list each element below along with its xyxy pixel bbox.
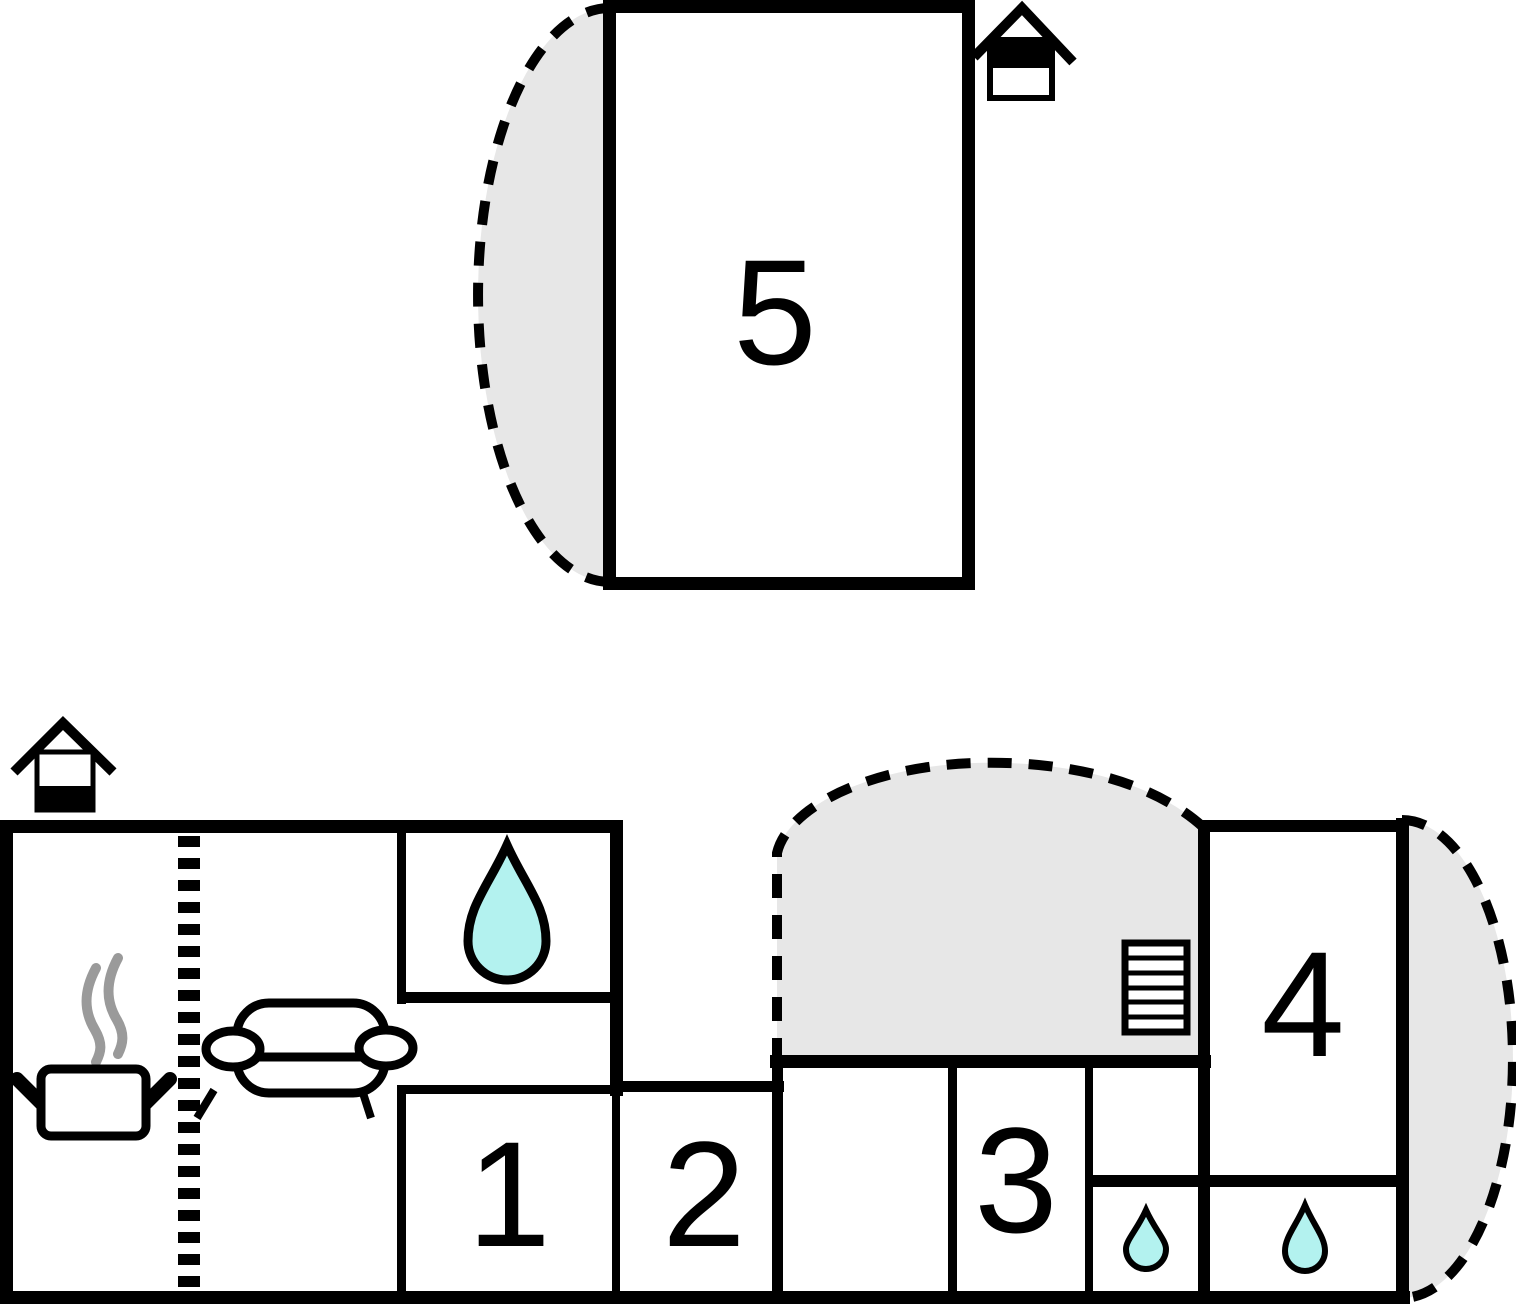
room-5-floor xyxy=(603,0,975,590)
wall-room2-right xyxy=(772,1055,783,1292)
room-5-wall-right xyxy=(962,0,975,590)
wall-terrace-bottom xyxy=(770,1055,1211,1068)
room-5-wall-left xyxy=(603,0,616,590)
water-drop-icon-small-left xyxy=(1122,1202,1170,1272)
terrace-right-of-room4 xyxy=(1402,820,1513,1298)
room-5: 5 xyxy=(603,0,975,590)
wall-outer-bottom xyxy=(0,1291,1410,1304)
terrace-left-of-room5 xyxy=(478,8,610,582)
steam-wave-right xyxy=(103,953,128,1059)
house-band xyxy=(37,786,93,810)
water-drop-icon-large xyxy=(463,834,551,985)
wall-room1-left xyxy=(397,1085,406,1292)
terrace-right-of-room4-dashed-border xyxy=(1401,815,1516,1303)
room-4-label: 4 xyxy=(1261,920,1344,1088)
pot-body xyxy=(36,1064,151,1141)
room-5-wall-bottom xyxy=(603,577,975,590)
wall-bathroom-left xyxy=(397,833,406,1004)
wall-room3-left xyxy=(948,1067,957,1292)
wall-top-left-section xyxy=(0,820,623,833)
house-roof xyxy=(10,715,117,776)
sofa-icon xyxy=(193,998,418,1121)
house-entrance-icon-bottom-left xyxy=(10,715,117,813)
room-2-label: 2 xyxy=(662,1110,745,1278)
water-drop-icon-small-right xyxy=(1281,1197,1329,1274)
steam-wave-left xyxy=(81,963,106,1067)
steam-icon xyxy=(81,953,128,1067)
wall-bathroom-right xyxy=(610,820,623,1096)
lower-building-walls xyxy=(0,818,1410,1304)
terrace-above-rooms-dashed-border xyxy=(772,757,1207,1062)
house-band xyxy=(990,40,1052,68)
wall-bathroom-bottom xyxy=(397,992,623,1003)
wall-outer-left xyxy=(0,820,13,1304)
room-5-wall-top xyxy=(603,0,975,13)
room-1-label: 1 xyxy=(467,1110,550,1278)
house-entrance-icon-top-right xyxy=(970,0,1077,101)
wall-room4-top xyxy=(1198,820,1409,832)
room-3-label: 3 xyxy=(974,1096,1057,1264)
sofa-leg-left xyxy=(193,1087,218,1121)
room-5-label: 5 xyxy=(733,228,816,396)
terrace-above-rooms xyxy=(777,762,1203,1062)
wall-room2-top xyxy=(614,1081,784,1092)
sofa-armrest-right xyxy=(354,1025,418,1071)
sofa-armrest-left xyxy=(201,1026,265,1072)
stairs-ladder-icon xyxy=(1121,939,1191,1036)
wall-outer-right xyxy=(1396,818,1409,1304)
terrace-left-of-room5-dashed-border xyxy=(473,3,611,587)
wall-room1-top xyxy=(397,1085,621,1094)
wall-shower-rooms-top xyxy=(1085,1175,1409,1187)
wall-room1-room2 xyxy=(612,1085,620,1291)
cooking-pot-icon xyxy=(10,1064,177,1141)
